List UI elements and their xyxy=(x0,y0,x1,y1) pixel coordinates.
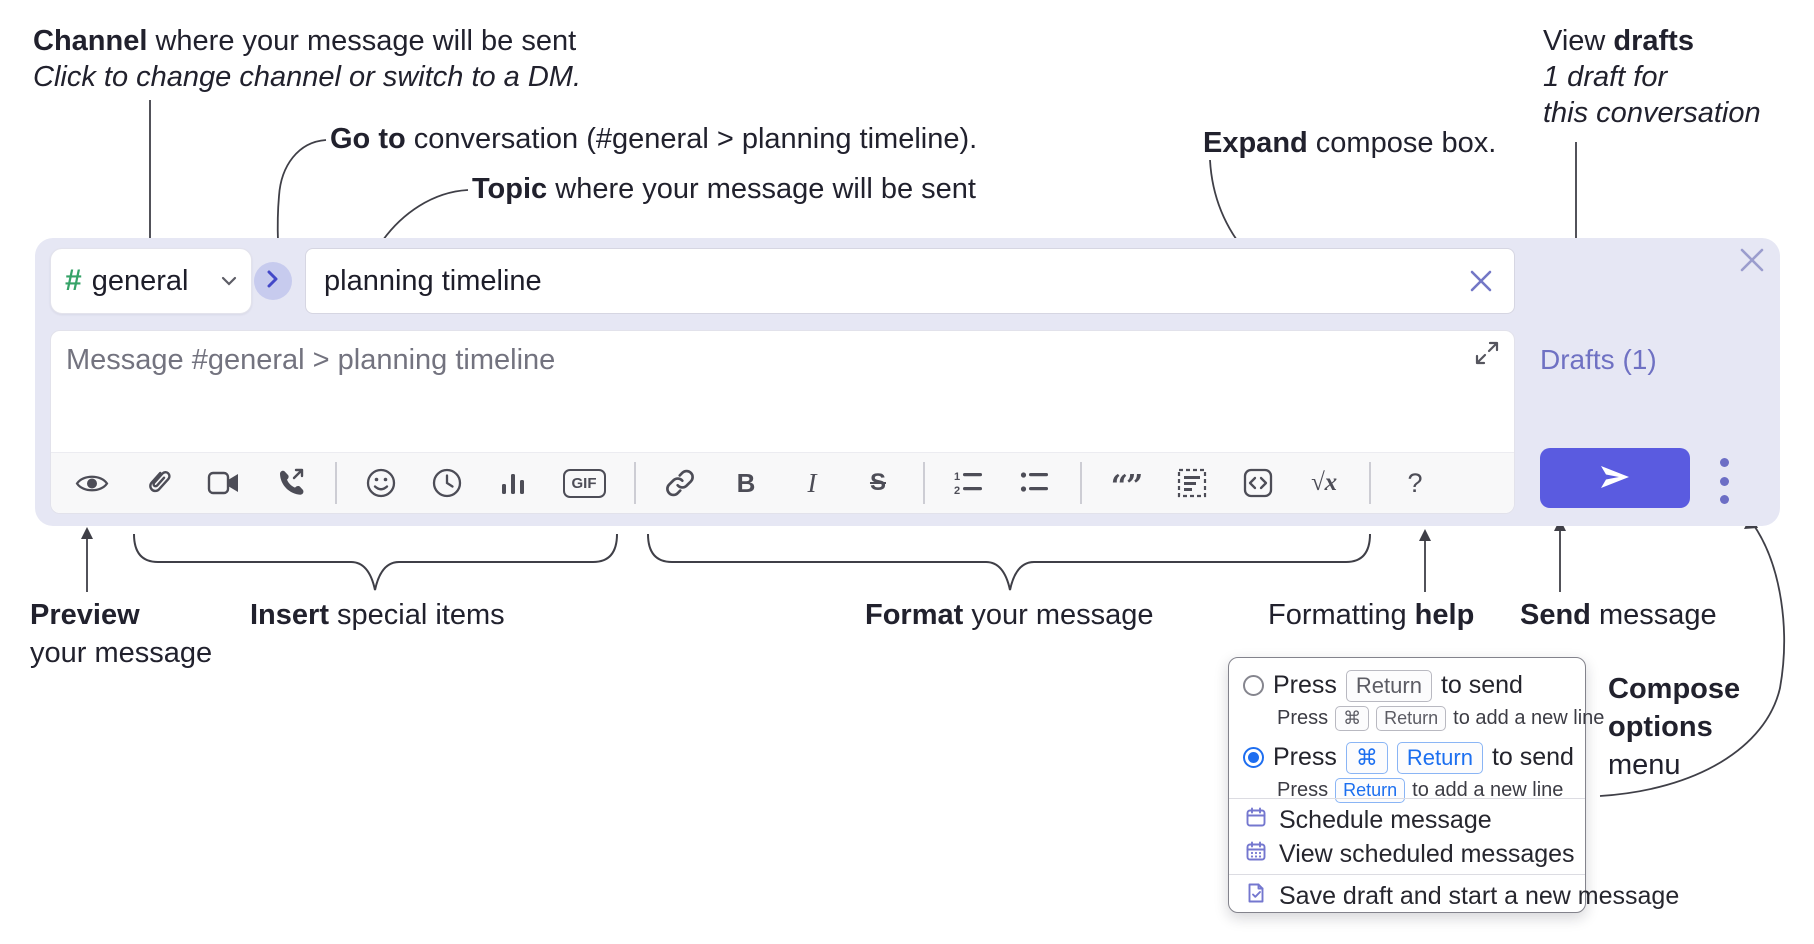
drafts-link[interactable]: Drafts (1) xyxy=(1540,344,1657,375)
key-cmd: ⌘ xyxy=(1345,742,1388,774)
link-icon[interactable] xyxy=(647,459,713,507)
formula-icon[interactable]: √x xyxy=(1291,459,1357,507)
compose-options-menu: Press Return to send Press ⌘ Return to a… xyxy=(1228,657,1679,913)
annotation-goto: Go to conversation (#general > planning … xyxy=(330,123,978,155)
snippet-icon[interactable] xyxy=(1159,459,1225,507)
menu-item-save-draft[interactable]: Save draft and start a new message xyxy=(1245,882,1679,911)
menu-divider xyxy=(1229,798,1585,799)
channel-name: general xyxy=(91,264,189,297)
annotation-compose-options: Compose xyxy=(1608,673,1741,705)
menu-item-view-scheduled[interactable]: View scheduled messages xyxy=(1245,840,1575,869)
annotation-topic: Topic where your message will be sent xyxy=(472,173,976,205)
close-compose-icon[interactable] xyxy=(1736,244,1768,276)
toolbar-divider xyxy=(622,461,647,505)
topic-value: planning timeline xyxy=(324,264,542,297)
annotation-channel-line2: Click to change channel or switch to a D… xyxy=(33,61,582,93)
toolbar-divider xyxy=(1357,461,1382,505)
annotation-expand: Expand compose box. xyxy=(1203,127,1497,159)
annotation-channel: Channel where your message will be sent xyxy=(33,25,577,57)
compose-options-kebab-icon[interactable] xyxy=(1712,458,1736,504)
goto-conversation-button[interactable] xyxy=(254,262,292,300)
bar-chart-icon[interactable] xyxy=(480,459,546,507)
annotation-compose-options-line3: menu xyxy=(1608,749,1681,781)
message-placeholder: Message #general > planning timeline xyxy=(66,344,556,376)
gif-icon[interactable]: GIF xyxy=(546,459,622,507)
italic-icon[interactable]: I xyxy=(779,459,845,507)
save-draft-icon xyxy=(1245,882,1267,911)
svg-text:1: 1 xyxy=(954,471,960,483)
ordered-list-icon[interactable]: 1 2 xyxy=(936,459,1002,507)
toolbar-divider xyxy=(1068,461,1093,505)
annotation-insert: Insert special items xyxy=(250,599,505,631)
expand-compose-icon[interactable] xyxy=(1472,338,1502,368)
video-camera-icon[interactable] xyxy=(191,459,257,507)
channel-hash-icon: # xyxy=(65,264,82,297)
help-icon[interactable]: ? xyxy=(1382,459,1448,507)
menu-item-schedule-message[interactable]: Schedule message xyxy=(1245,806,1492,835)
key-cmd: ⌘ xyxy=(1335,706,1370,731)
toolbar-divider xyxy=(323,461,348,505)
bold-icon[interactable]: B xyxy=(713,459,779,507)
phone-call-icon[interactable] xyxy=(257,459,323,507)
key-return: Return xyxy=(1396,742,1483,774)
svg-text:2: 2 xyxy=(954,485,960,497)
channel-selector[interactable]: # general xyxy=(50,248,252,314)
annotation-view-drafts-line3: this conversation xyxy=(1543,97,1761,129)
topic-input[interactable]: planning timeline xyxy=(305,248,1515,314)
annotation-formatting-help: Formatting help xyxy=(1268,599,1475,631)
annotation-view-drafts-line2: 1 draft for xyxy=(1543,61,1668,93)
calendar-icon xyxy=(1245,806,1267,835)
annotation-send: Send message xyxy=(1520,599,1717,631)
option-cmd-return-to-send[interactable]: Press ⌘ Return to send xyxy=(1243,742,1574,774)
annotation-compose-options-line2: options xyxy=(1608,711,1713,743)
toolbar-divider xyxy=(911,461,936,505)
annotation-preview: Preview xyxy=(30,599,140,631)
clear-topic-icon[interactable] xyxy=(1466,266,1496,296)
key-return: Return xyxy=(1376,706,1447,731)
annotation-preview-line2: your message xyxy=(30,637,213,669)
calendar-dots-icon xyxy=(1245,840,1267,869)
radio-selected-icon[interactable] xyxy=(1243,747,1264,769)
blockquote-icon[interactable]: “” xyxy=(1093,459,1159,507)
option-return-subtext: Press ⌘ Return to add a new line xyxy=(1277,706,1605,731)
radio-unselected-icon[interactable] xyxy=(1243,675,1264,697)
annotation-view-drafts: View drafts xyxy=(1543,25,1694,57)
chevron-down-icon xyxy=(221,276,237,286)
emoji-smiley-icon[interactable] xyxy=(348,459,414,507)
code-block-icon[interactable] xyxy=(1225,459,1291,507)
send-plane-icon xyxy=(1598,463,1632,494)
preview-eye-icon[interactable] xyxy=(59,459,125,507)
strikethrough-icon[interactable]: S xyxy=(845,459,911,507)
send-button[interactable] xyxy=(1540,448,1690,508)
bulleted-list-icon[interactable] xyxy=(1002,459,1068,507)
option-return-to-send[interactable]: Press Return to send xyxy=(1243,670,1523,702)
chevron-right-icon xyxy=(267,270,279,293)
key-return: Return xyxy=(1345,670,1432,702)
annotation-format: Format your message xyxy=(865,599,1154,631)
clock-icon[interactable] xyxy=(414,459,480,507)
menu-divider xyxy=(1229,874,1585,875)
compose-toolbar: GIF B I S 1 2 xyxy=(51,452,1514,513)
attach-paperclip-icon[interactable] xyxy=(125,459,191,507)
